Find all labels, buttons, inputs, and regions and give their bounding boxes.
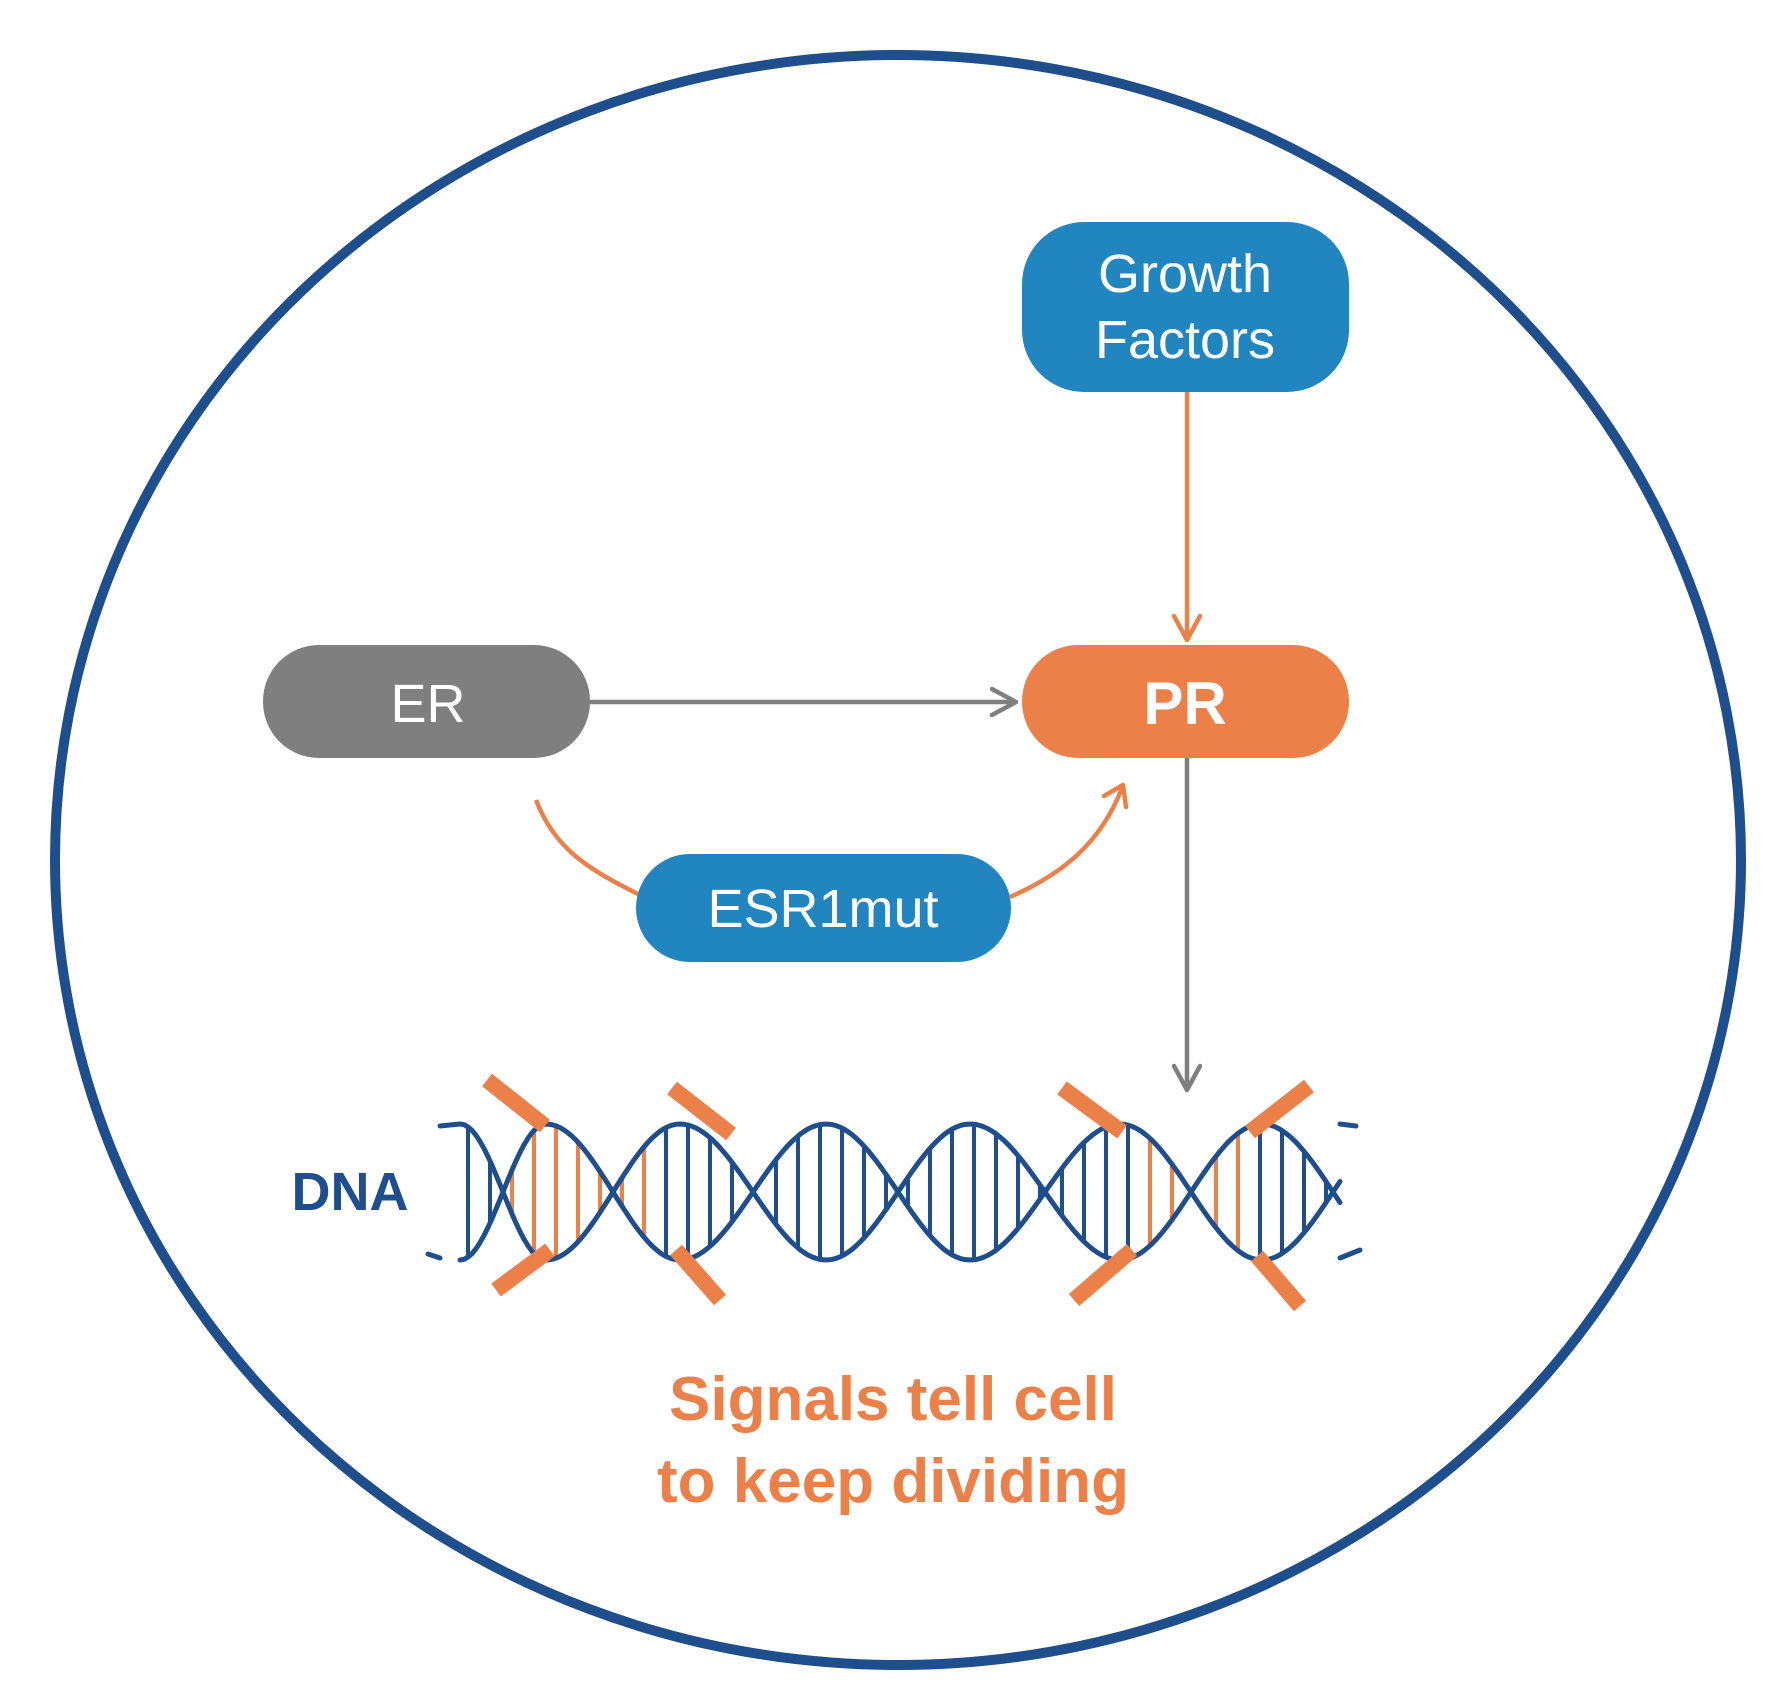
pr-node: PR [1022,645,1349,758]
er-to-pr-arrow [590,686,1019,718]
dna-strand-b [457,1121,1343,1263]
er-via-esr1mut-to-pr-arrow [533,782,1129,900]
signal-burst-stroke [1245,1079,1314,1139]
growth-factors-node: Growth Factors [1022,222,1349,392]
signal-burst-stroke [667,1081,736,1141]
growth-factors-label-line2: Factors [1095,310,1275,370]
cell-membrane [50,50,1746,1670]
dna-label: DNA [292,1162,409,1222]
dna-double-helix-icon [425,1121,1363,1263]
dna-strand-a [457,1121,1343,1263]
signal-burst-stroke [1068,1243,1138,1307]
signal-burst-stroke [1250,1250,1307,1312]
er-node: ER [263,645,590,758]
dna-end-bottom-right [1337,1247,1363,1261]
growth-factors-to-pr-arrow [1171,392,1203,643]
esr1mut-node: ESR1mut [636,854,1011,962]
signal-burst-stroke [669,1244,727,1306]
esr1mut-label: ESR1mut [707,879,938,939]
signal-burst-stroke [491,1243,555,1297]
signal-burst-stroke [1057,1081,1127,1139]
pr-label: PR [1143,670,1226,737]
dna-end-bottom-left [425,1251,443,1261]
caption-line2: to keep dividing [657,1447,1129,1516]
dna-end-top-left [437,1121,463,1129]
growth-factors-label-line1: Growth [1098,244,1272,304]
caption-line1: Signals tell cell [669,1365,1117,1434]
pr-to-dna-arrow [1171,758,1203,1093]
er-label: ER [390,674,465,734]
dna-end-top-right [1337,1121,1359,1129]
signal-burst-icon [482,1073,1314,1312]
signal-burst-stroke [482,1073,550,1133]
